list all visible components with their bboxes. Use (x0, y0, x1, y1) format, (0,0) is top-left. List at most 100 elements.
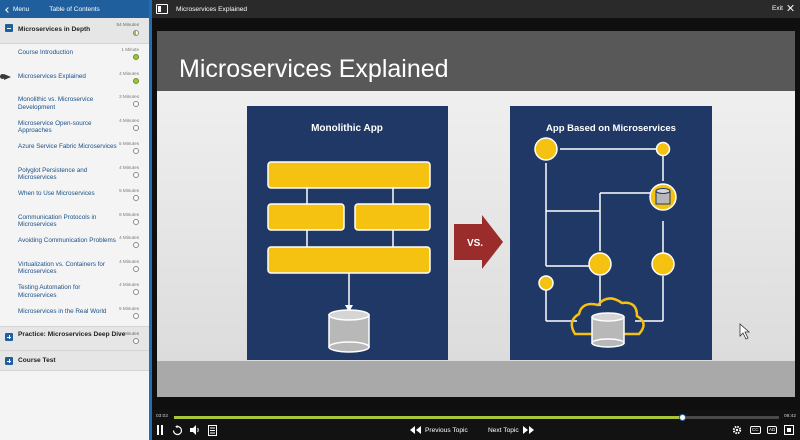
seek-bar[interactable] (174, 414, 779, 421)
module-block (354, 203, 431, 231)
menu-button[interactable]: Menu (5, 6, 29, 13)
pause-icon (157, 425, 159, 435)
player-top-bar: Microservices Explained Exit (152, 0, 800, 18)
not-started-icon (133, 265, 139, 272)
section-practice[interactable]: Practice: Microservices Deep Dive 3 Minu… (0, 326, 149, 351)
topic-duration: 4 Minutes (119, 117, 139, 123)
fullscreen-button[interactable] (784, 424, 794, 436)
cloud-icon (570, 297, 645, 336)
topic-label: When to Use Microservices (18, 190, 95, 197)
current-topic-pointer-icon (0, 73, 11, 80)
close-icon (786, 4, 794, 12)
vs-arrow-icon: VS. (454, 215, 503, 269)
topic-duration: 4 Minutes (119, 235, 139, 240)
section-microservices-in-depth[interactable]: Microservices in Depth 54 Minutes (0, 18, 149, 44)
sidebar-header: Menu Table of Contents (0, 0, 149, 18)
table-of-contents-sidebar: Menu Table of Contents Microservices in … (0, 0, 152, 440)
not-started-icon (133, 289, 139, 295)
topic-item[interactable]: Communication Protocols in Microservices… (0, 209, 149, 233)
slide-footer (157, 361, 795, 397)
replay-button[interactable] (172, 424, 183, 436)
volume-button[interactable] (190, 424, 201, 436)
section-title: Practice: Microservices Deep Dive (18, 331, 126, 338)
section-duration: 54 Minutes (116, 22, 139, 27)
section-course-test[interactable]: Course Test (0, 351, 149, 371)
audio-description-button[interactable]: AD (767, 424, 778, 436)
total-time: 08:42 (783, 414, 796, 419)
arrow-down-icon (345, 305, 353, 312)
section-title: Course Test (18, 357, 56, 364)
not-started-icon (133, 218, 139, 225)
ad-label: AD (767, 426, 778, 434)
topic-duration: 4 Minutes (119, 258, 139, 264)
collapse-icon[interactable] (5, 24, 13, 32)
not-started-icon (133, 171, 139, 178)
topic-duration: 4 Minutes (119, 70, 139, 76)
topic-duration: 5 Minutes (119, 188, 139, 193)
service-node (651, 252, 675, 276)
topic-label: Virtualization vs. Containers for Micros… (18, 260, 106, 276)
vs-label: VS. (467, 238, 483, 249)
video-area[interactable]: Microservices Explained Monolithic App (152, 18, 800, 410)
topic-item[interactable]: When to Use Microservices 5 Minutes (0, 185, 149, 209)
monolith-connectors (306, 188, 394, 306)
not-started-icon (133, 242, 139, 248)
service-node (534, 137, 558, 161)
settings-button[interactable] (732, 424, 742, 436)
seek-handle[interactable] (678, 414, 686, 421)
completed-icon (133, 77, 139, 84)
sidebar-toggle-icon[interactable] (156, 4, 168, 14)
fast-forward-icon (522, 426, 534, 434)
chevron-left-icon (5, 6, 11, 13)
section-title: Microservices in Depth (18, 26, 91, 33)
module-block (267, 203, 345, 231)
service-node (538, 275, 554, 291)
cc-label: CC (750, 426, 761, 434)
service-node (588, 252, 612, 276)
exit-label: Exit (772, 4, 783, 12)
next-topic-button[interactable]: Next Topic (488, 424, 534, 436)
topic-label: Communication Protocols in Microservices (18, 213, 97, 229)
progress-half-icon (133, 30, 139, 36)
topic-duration: 5 Minutes (119, 141, 139, 146)
current-time: 03:02 (156, 414, 169, 419)
module-block (267, 161, 431, 189)
topic-label: Microservices in the Real World (18, 307, 107, 315)
fullscreen-icon (784, 425, 794, 435)
not-started-icon (133, 101, 139, 107)
topic-label: Microservices Explained (18, 72, 86, 80)
section-duration: 3 Minutes (119, 331, 139, 336)
rewind-icon (410, 426, 421, 434)
topic-item[interactable]: Virtualization vs. Containers for Micros… (0, 256, 149, 280)
expand-icon[interactable] (5, 357, 13, 365)
slide: Microservices Explained Monolithic App (157, 31, 795, 397)
pause-button[interactable] (157, 424, 165, 436)
microservices-title: App Based on Microservices (546, 123, 676, 134)
not-started-icon (133, 148, 139, 154)
transcript-button[interactable] (208, 424, 218, 436)
expand-icon[interactable] (5, 333, 13, 341)
not-started-icon (133, 312, 139, 319)
not-started-icon (133, 195, 139, 201)
not-started-icon (133, 124, 139, 131)
topic-label: Microservice Open-source Approaches (18, 119, 92, 135)
topic-item-current[interactable]: Microservices Explained 4 Minutes (0, 68, 149, 92)
monolithic-title: Monolithic App (311, 123, 383, 134)
slide-title: Microservices Explained (179, 55, 449, 83)
closed-captions-button[interactable]: CC (750, 424, 761, 436)
exit-button[interactable]: Exit (772, 4, 794, 12)
completed-icon (133, 54, 139, 60)
architecture-diagram: Monolithic App (247, 106, 751, 360)
topic-item[interactable]: Microservice Open-source Approaches 4 Min… (0, 115, 149, 139)
previous-topic-button[interactable]: Previous Topic (410, 424, 468, 436)
small-database-icon (655, 188, 671, 205)
next-topic-label: Next Topic (488, 426, 519, 434)
